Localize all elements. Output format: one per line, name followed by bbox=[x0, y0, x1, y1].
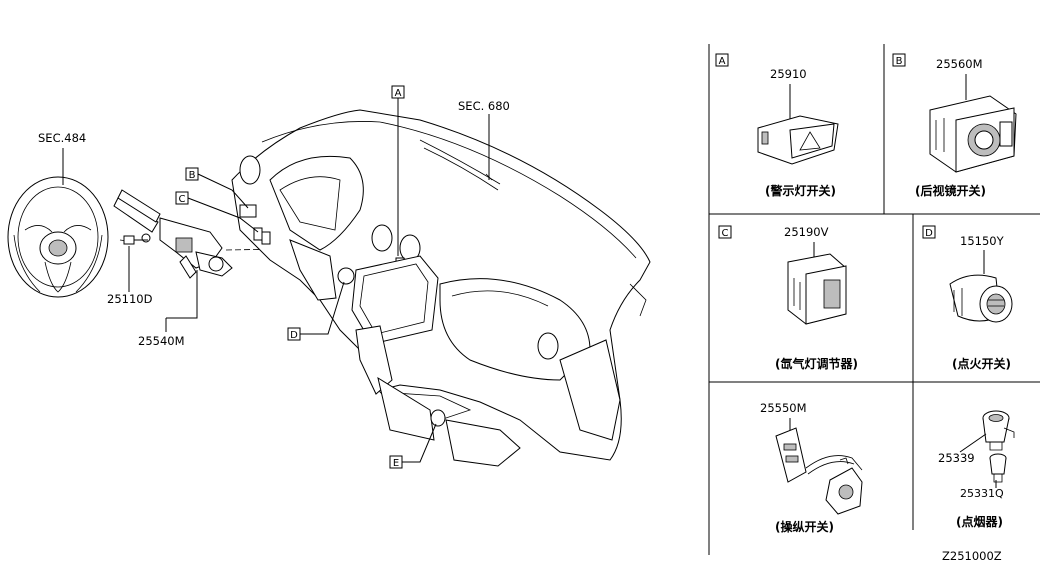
lighter-socket-drawing bbox=[982, 410, 1015, 451]
mirror-switch-drawing bbox=[929, 95, 1017, 173]
panel-c-part: 25190V bbox=[784, 225, 829, 239]
callout-b-letter: B bbox=[189, 170, 196, 181]
panel-c: C 25190V (氙气灯调节器) bbox=[718, 225, 858, 371]
panel-b-letter: B bbox=[896, 56, 903, 67]
panel-f-part-a: 25339 bbox=[938, 451, 975, 465]
panel-e-caption: (操纵开关) bbox=[775, 519, 834, 534]
part-combo-switch-label: 25540M bbox=[138, 334, 185, 348]
ignition-switch-drawing bbox=[949, 274, 1013, 323]
panel-a: A 25910 (警示灯开关) bbox=[715, 53, 839, 198]
panel-e-part: 25550M bbox=[760, 401, 807, 415]
combination-switch bbox=[113, 189, 233, 279]
panel-e: 25550M (操纵开关) bbox=[760, 401, 863, 534]
panel-d-part: 15150Y bbox=[960, 234, 1005, 248]
callout-c-letter: C bbox=[179, 194, 186, 205]
bolt bbox=[123, 235, 148, 245]
leveler-switch-drawing bbox=[787, 253, 847, 325]
sec-steering-label: SEC.484 bbox=[38, 131, 86, 145]
panel-f-caption: (点烟器) bbox=[956, 514, 1003, 529]
panel-f: 25339 25331Q (点烟器) bbox=[938, 410, 1015, 529]
sec-dash-label: SEC. 680 bbox=[458, 99, 510, 113]
panel-a-caption: (警示灯开关) bbox=[765, 183, 836, 198]
panel-c-caption: (氙气灯调节器) bbox=[775, 356, 858, 371]
instrument-panel bbox=[231, 109, 651, 467]
panel-d-letter: D bbox=[925, 228, 933, 239]
panel-b-part: 25560M bbox=[936, 57, 983, 71]
callout-d-letter: D bbox=[290, 330, 298, 341]
lighter-plug-drawing bbox=[989, 453, 1007, 483]
diagram-code: Z251000Z bbox=[942, 549, 1002, 563]
panel-f-part-b: 25331Q bbox=[960, 487, 1004, 500]
panel-b: B 25560M (后视镜开关) bbox=[892, 53, 1017, 198]
steering-switch-drawing bbox=[775, 427, 863, 515]
panel-a-part: 25910 bbox=[770, 67, 807, 81]
panel-d-caption: (点火开关) bbox=[952, 356, 1011, 371]
panel-b-caption: (后视镜开关) bbox=[915, 183, 986, 198]
hazard-switch-drawing bbox=[757, 115, 839, 165]
callout-e-letter: E bbox=[393, 458, 399, 469]
steering-wheel bbox=[7, 176, 109, 298]
panel-d: D 15150Y (点火开关) bbox=[922, 225, 1013, 371]
panel-a-letter: A bbox=[719, 56, 726, 67]
part-bolt-label: 25110D bbox=[107, 292, 153, 306]
panel-c-letter: C bbox=[722, 228, 729, 239]
callout-a-letter: A bbox=[395, 88, 402, 99]
parts-grid bbox=[708, 44, 1040, 555]
